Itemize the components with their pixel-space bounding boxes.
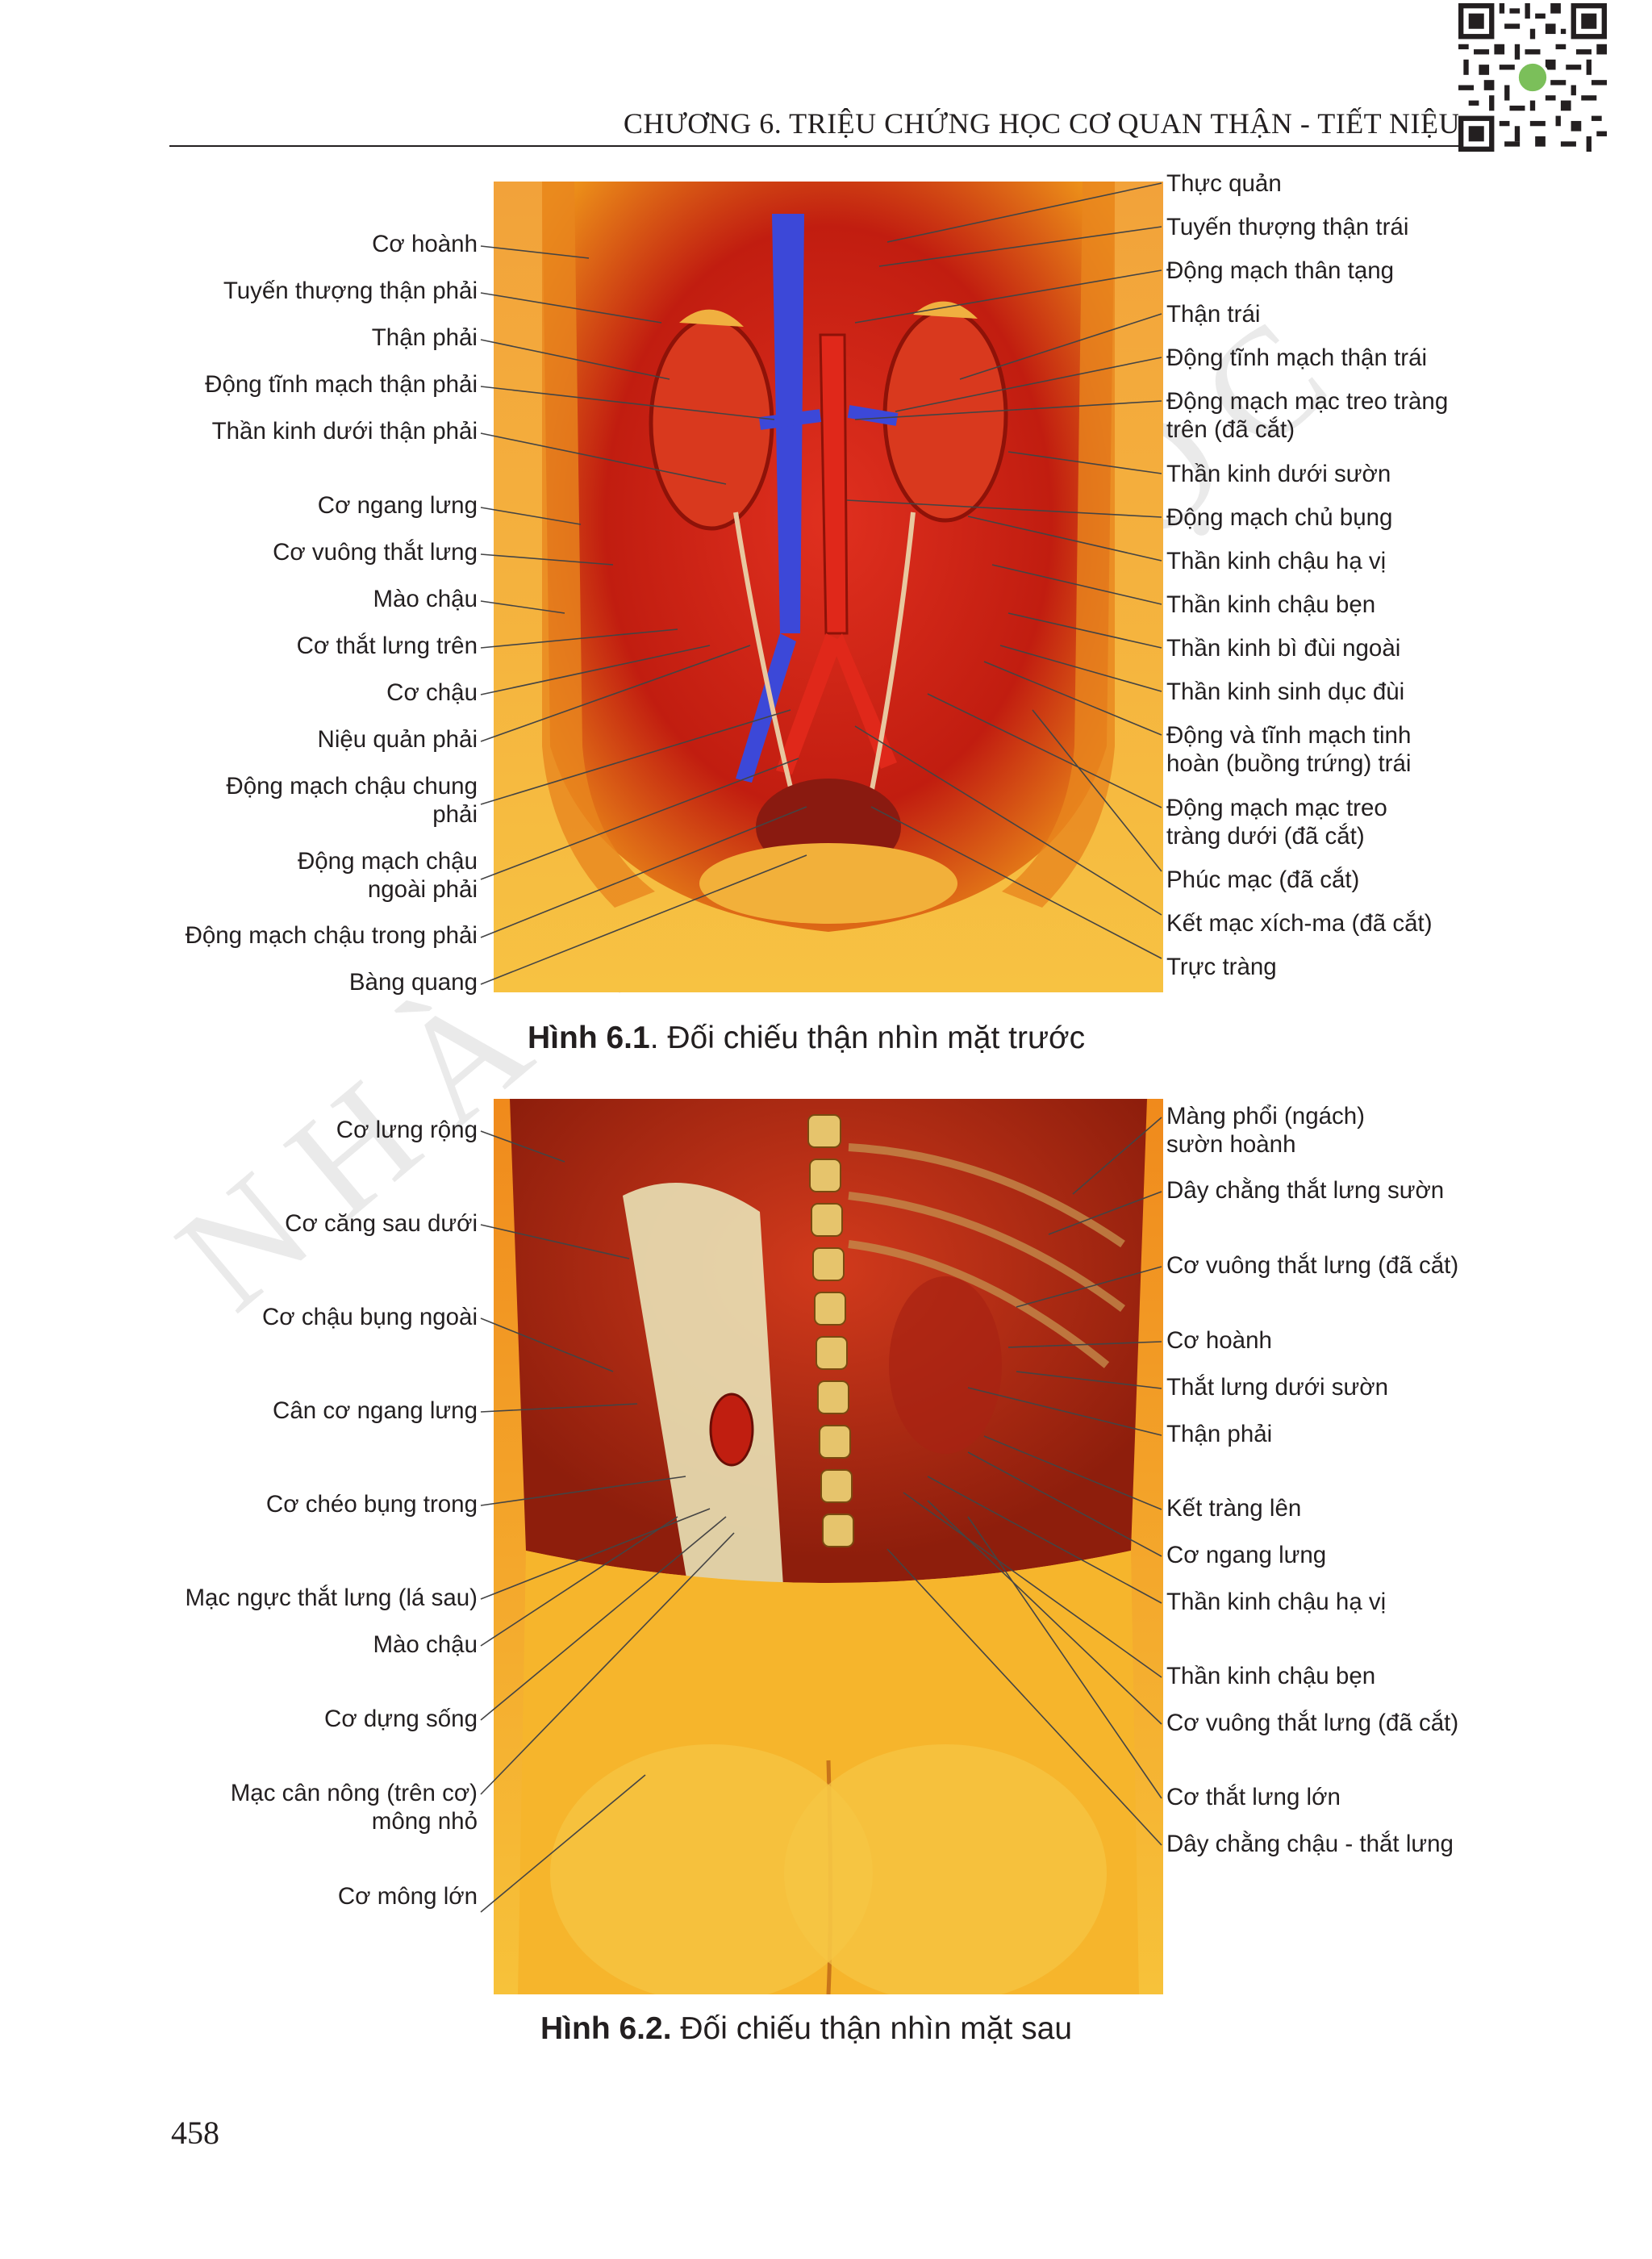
figure2-caption-number: Hình 6.2. (540, 2011, 672, 2046)
figure2-right-labels: Màng phổi (ngách) sườn hoành Dây chằng t… (1166, 1102, 1537, 1869)
publisher-logo-icon (1516, 61, 1550, 94)
label-bang-quang: Bàng quang (348, 969, 478, 996)
label-co-cang-sau-duoi: Cơ căng sau dưới (285, 1210, 478, 1237)
figure1-right-labels: Thực quản Tuyến thượng thận trái Động mạ… (1166, 169, 1505, 980)
label-mang-phoi: Màng phổi (ngách) sườn hoành (1166, 1103, 1365, 1158)
label-dong-mach-chau-chung-phai: Động mạch chậu chung phải (226, 773, 478, 828)
label-than-kinh-bi-dui-ngoai: Thần kinh bì đùi ngoài (1166, 635, 1401, 662)
qr-code-icon (1458, 3, 1607, 152)
label-dong-mach-chau-ngoai-phai: Động mạch chậu ngoài phải (297, 848, 478, 903)
label-ket-mac-xich-ma: Kết mạc xích-ma (đã cắt) (1166, 910, 1433, 937)
label-dong-mach-than-tang: Động mạch thân tạng (1166, 257, 1395, 284)
label-mac-nguc-that-lung: Mạc ngực thắt lưng (lá sau) (185, 1585, 478, 1611)
figure2-left-labels: Cơ lưng rộng Cơ căng sau dưới Cơ chậu bụ… (121, 1116, 478, 1910)
label-ket-trang-len: Kết tràng lên (1166, 1495, 1302, 1522)
label-co-hoanh-2: Cơ hoành (1166, 1327, 1272, 1354)
figure2-caption-text: Đối chiếu thận nhìn mặt sau (671, 2011, 1073, 2046)
figure1-caption: Hình 6.1. Đối chiếu thận nhìn mặt trước (528, 1021, 1085, 1056)
label-dong-mach-chau-trong-phai: Động mạch chậu trong phải (185, 922, 478, 949)
chapter-header: CHƯƠNG 6. TRIỆU CHỨNG HỌC CƠ QUAN THẬN -… (169, 97, 1460, 147)
label-dong-tinh-mach-tinh-hoan: Động và tĩnh mạch tinh hoàn (buồng trứng… (1166, 722, 1412, 777)
label-than-phai-2: Thận phải (1166, 1421, 1273, 1447)
label-co-dung-song: Cơ dựng sống (324, 1706, 478, 1732)
label-thuc-quan: Thực quản (1166, 170, 1282, 197)
label-co-mong-lon: Cơ mông lớn (337, 1883, 478, 1910)
figure1-left-labels: Cơ hoành Tuyến thượng thận phải Thận phả… (121, 230, 478, 1004)
label-co-vuong-that-lung-da-cat-2: Cơ vuông thắt lưng (đã cắt) (1166, 1710, 1459, 1736)
label-than-kinh-sinh-duc-dui: Thần kinh sinh dục đùi (1166, 679, 1405, 705)
label-co-vuong-that-lung-da-cat: Cơ vuông thắt lưng (đã cắt) (1166, 1252, 1459, 1279)
label-tuyen-thuong-than-trai: Tuyến thượng thận trái (1166, 214, 1409, 240)
label-dong-mach-mac-treo-trang-duoi: Động mạch mạc treo tràng dưới (đã cắt) (1166, 795, 1387, 850)
figure-6-2: Cơ lưng rộng Cơ căng sau dưới Cơ chậu bụ… (121, 1099, 1537, 2047)
label-that-lung-duoi-suon: Thắt lưng dưới sườn (1166, 1374, 1389, 1401)
figure1-caption-text: . Đối chiếu thận nhìn mặt trước (649, 1021, 1086, 1055)
label-dong-tinh-mach-than-phai: Động tĩnh mạch thận phải (205, 371, 478, 398)
label-than-kinh-chau-ha-vi-2: Thần kinh chậu hạ vị (1166, 1589, 1387, 1615)
label-truc-trang: Trực tràng (1166, 954, 1277, 980)
label-than-kinh-chau-ben: Thần kinh chậu bẹn (1166, 591, 1376, 618)
label-co-vuong-that-lung: Cơ vuông thắt lưng (273, 539, 478, 566)
label-mac-can-nong: Mạc cân nông (trên cơ) mông nhỏ (230, 1780, 478, 1835)
page-number: 458 (171, 2115, 219, 2151)
label-dong-mach-chu-bung: Động mạch chủ bụng (1166, 504, 1393, 531)
label-co-chau: Cơ chậu (386, 679, 478, 706)
label-mao-chau-2: Mào chậu (373, 1631, 478, 1658)
label-mao-chau: Mào chậu (373, 586, 478, 612)
label-dong-tinh-mach-than-trai: Động tĩnh mạch thận trái (1166, 344, 1428, 371)
label-co-that-lung-lon: Cơ thắt lưng lớn (1166, 1784, 1341, 1810)
label-co-ngang-lung: Cơ ngang lưng (317, 492, 478, 519)
label-co-chau-bung-ngoai: Cơ chậu bụng ngoài (261, 1304, 478, 1330)
label-co-lung-rong: Cơ lưng rộng (336, 1117, 478, 1143)
label-tuyen-thuong-than-phai: Tuyến thượng thận phải (223, 278, 478, 304)
label-co-hoanh: Cơ hoành (372, 231, 478, 257)
label-than-kinh-duoi-than-phai: Thần kinh dưới thận phải (211, 418, 478, 445)
label-co-cheo-bung-trong: Cơ chéo bụng trong (265, 1491, 478, 1518)
label-phuc-mac: Phúc mạc (đã cắt) (1166, 866, 1360, 893)
label-co-ngang-lung-2: Cơ ngang lưng (1166, 1542, 1327, 1568)
figure2-caption: Hình 6.2. Đối chiếu thận nhìn mặt sau (540, 2011, 1072, 2047)
label-than-kinh-duoi-suon: Thần kinh dưới sườn (1166, 461, 1391, 487)
label-co-that-lung-tren: Cơ thắt lưng trên (296, 633, 478, 659)
kidney-back-view-illustration (494, 1099, 1163, 1994)
label-than-kinh-chau-ha-vi: Thần kinh chậu hạ vị (1166, 548, 1387, 574)
chapter-title: CHƯƠNG 6. TRIỆU CHỨNG HỌC CƠ QUAN THẬN -… (623, 107, 1460, 140)
label-than-trai: Thận trái (1166, 301, 1261, 328)
label-can-co-ngang-lung: Cân cơ ngang lưng (273, 1397, 478, 1424)
figure1-caption-number: Hình 6.1 (528, 1021, 650, 1055)
label-dong-mach-mac-treo-trang-tren: Động mạch mạc treo tràng trên (đã cắt) (1166, 388, 1449, 443)
label-day-chang-that-lung-suon: Dây chằng thắt lưng sườn (1166, 1177, 1445, 1204)
label-than-kinh-chau-ben-2: Thần kinh chậu bẹn (1166, 1663, 1376, 1689)
label-nieu-quan-phai: Niệu quản phải (317, 726, 478, 753)
label-day-chang-chau-that-lung: Dây chằng chậu - thắt lưng (1166, 1831, 1454, 1857)
label-than-phai: Thận phải (371, 324, 478, 351)
